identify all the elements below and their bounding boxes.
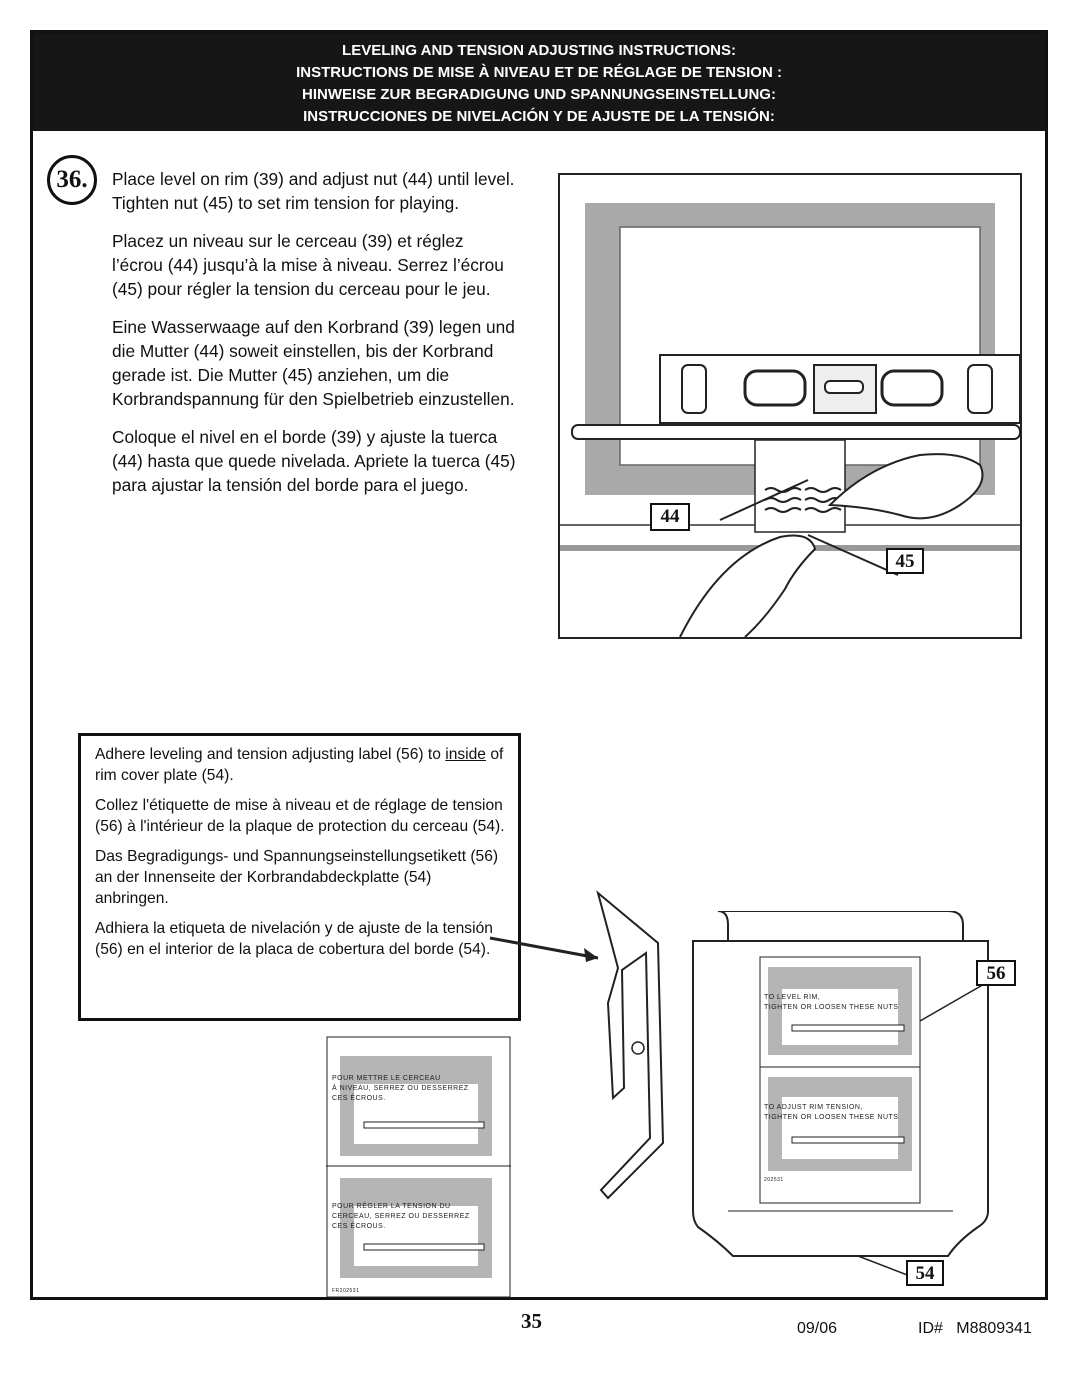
fr-top-window — [354, 1084, 478, 1144]
en-bottom-line1: TO ADJUST RIM TENSION, — [764, 1104, 863, 1111]
header-line-de: HINWEISE ZUR BEGRADIGUNG UND SPANNUNGSEI… — [302, 86, 776, 103]
callout-56: 56 — [976, 960, 1016, 986]
level-bubble — [824, 380, 864, 394]
cover-top-lip — [717, 911, 964, 942]
note-en-part2: of rim cover plate (54). — [95, 746, 504, 784]
fr-top-line3: CES ÉCROUS. — [332, 1093, 386, 1102]
rim-level-drawing — [560, 203, 1021, 638]
en-top-rim — [791, 1024, 905, 1032]
plate-hole — [631, 1041, 645, 1055]
label-note-box: Adhere leveling and tension adjusting la… — [78, 733, 521, 1021]
arrow-head — [584, 948, 598, 962]
note-text-fr: Collez l'étiquette de mise à niveau et d… — [95, 797, 505, 835]
step-text-es: Coloque el nivel en el borde (39) y ajus… — [112, 427, 516, 495]
fr-bottom-window — [354, 1206, 478, 1266]
rim-bracket — [754, 439, 846, 533]
fr-top-line2: À NIVEAU, SERREZ OU DESSERREZ — [332, 1083, 469, 1092]
step-number: 36. — [47, 155, 97, 205]
rim-plate — [571, 424, 1021, 440]
level-handle-right — [880, 369, 944, 407]
level-vial-left — [681, 364, 707, 414]
note-text-de: Das Begradigungs- und Spannungseinstellu… — [95, 848, 499, 907]
rim-cover-plate-54: TO LEVEL RIM, TIGHTEN OR LOOSEN THESE NU… — [692, 911, 989, 1284]
fr-bottom-line3: CES ÉCROUS. — [332, 1221, 386, 1230]
fr-label-code: FR202531 — [332, 1288, 359, 1294]
rim-level-illustration — [558, 173, 1022, 639]
note-text-en: Adhere leveling and tension adjusting la… — [95, 744, 508, 786]
step-text-de: Eine Wasserwaage auf den Korbrand (39) l… — [112, 317, 515, 409]
rim-cover-plate-side — [489, 890, 665, 1200]
header-line-es: INSTRUCCIONES DE NIVELACIÓN Y DE AJUSTE … — [303, 108, 775, 125]
level-vial-right — [967, 364, 993, 414]
callout-45: 45 — [886, 548, 924, 574]
en-top-window — [782, 989, 898, 1045]
en-top-line2: TIGHTEN OR LOOSEN THESE NUTS — [764, 1004, 898, 1011]
header-line-en: LEVELING AND TENSION ADJUSTING INSTRUCTI… — [342, 42, 736, 59]
hand-upper — [827, 453, 984, 520]
leader-44 — [719, 479, 809, 521]
page-number: 35 — [521, 1309, 542, 1333]
note-en-part1: Adhere leveling and tension adjusting la… — [95, 746, 446, 763]
arrow-shaft — [489, 936, 599, 960]
en-bottom-window — [782, 1097, 898, 1159]
spring-right — [804, 487, 842, 513]
leader-56 — [919, 982, 987, 1022]
step-text-en: Place level on rim (39) and adjust nut (… — [112, 169, 515, 213]
step-text-fr: Placez un niveau sur le cerceau (39) et … — [112, 231, 504, 299]
fr-top-rim — [363, 1121, 485, 1129]
fr-bottom-rim — [363, 1243, 485, 1251]
bent-plate — [596, 890, 665, 1200]
footer-date: 09/06 — [797, 1320, 838, 1337]
label-56-french: POUR METTRE LE CERCEAU À NIVEAU, SERREZ … — [326, 1036, 511, 1298]
leader-45 — [807, 534, 899, 576]
step-instructions: Place level on rim (39) and adjust nut (… — [112, 167, 517, 511]
en-label-code: 202531 — [764, 1177, 784, 1183]
note-text-es: Adhiera la etiqueta de nivelación y de a… — [95, 920, 493, 958]
en-bottom-line2: TIGHTEN OR LOOSEN THESE NUTS — [764, 1114, 898, 1121]
fr-bottom-line2: CERCEAU, SERREZ OU DESSERREZ — [332, 1213, 470, 1220]
en-bottom-rim — [791, 1136, 905, 1144]
callout-44: 44 — [650, 503, 690, 531]
fr-bottom-line1: POUR RÉGLER LA TENSION DU — [332, 1201, 451, 1210]
hand-lower — [679, 534, 817, 638]
note-en-emphasis: inside — [445, 746, 486, 763]
level-handle-left — [743, 369, 807, 407]
header-line-fr: INSTRUCTIONS DE MISE À NIVEAU ET DE RÉGL… — [296, 64, 782, 81]
fr-top-line1: POUR METTRE LE CERCEAU — [332, 1075, 441, 1082]
en-top-line1: TO LEVEL RIM, — [764, 994, 820, 1001]
page-frame: LEVELING AND TENSION ADJUSTING INSTRUCTI… — [30, 30, 1048, 1300]
section-header: LEVELING AND TENSION ADJUSTING INSTRUCTI… — [33, 33, 1045, 131]
footer-doc-id: ID# M8809341 — [918, 1320, 1032, 1337]
callout-54: 54 — [906, 1260, 944, 1286]
